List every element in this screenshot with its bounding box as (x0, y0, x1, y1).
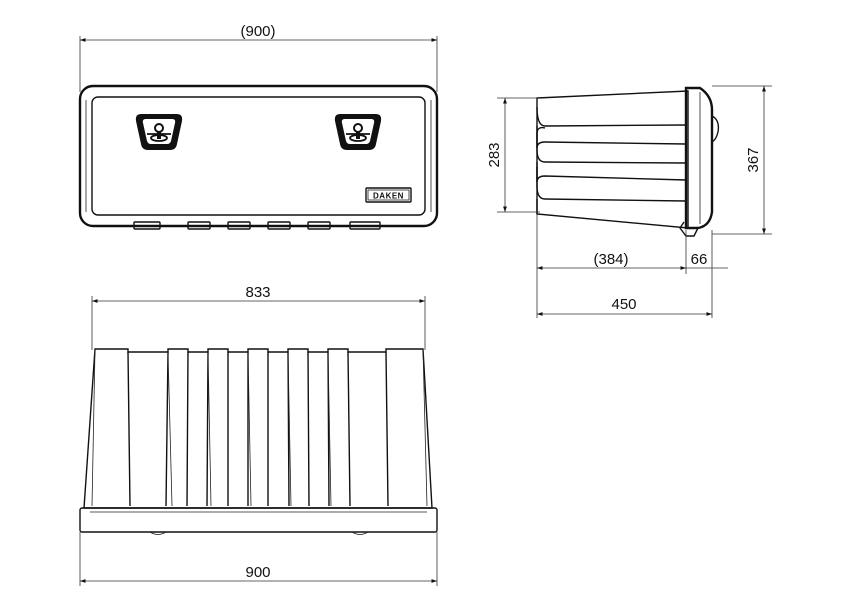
lock-left-icon (135, 114, 183, 150)
side-height-outer-dimension: 367 (712, 85, 772, 235)
front-view: (900) (78, 23, 439, 230)
bottom-top-width-dimension: 833 (91, 284, 426, 350)
logo-text: DAKEN (373, 192, 404, 201)
bottom-feet (149, 531, 369, 535)
side-body-outline (536, 90, 689, 229)
bottom-view: 833 900 (79, 284, 438, 586)
bottom-ribs (91, 348, 428, 507)
logo-plate: DAKEN (365, 187, 412, 203)
side-lid (684, 86, 714, 230)
front-width-dimension: (900) (79, 23, 438, 92)
side-view: 283 367 (384) 66 450 (486, 85, 772, 318)
lock-right-icon (334, 114, 382, 150)
side-height-outer-label: 367 (745, 147, 762, 172)
bottom-top-width-label: 833 (245, 284, 270, 301)
side-ribs (536, 106, 687, 214)
side-lid-depth-label: 66 (691, 251, 708, 268)
bottom-base-flange (79, 507, 438, 533)
bottom-base-width-dimension: 900 (79, 532, 438, 586)
side-depth-body-label: (384) (593, 251, 628, 268)
lid-outer-frame (78, 84, 439, 228)
side-lock-bump (711, 115, 720, 143)
side-height-inner-label: 283 (486, 142, 503, 167)
lid-panel (91, 96, 426, 216)
bottom-body-outline (83, 348, 433, 509)
side-height-inner-dimension: 283 (486, 97, 540, 213)
side-depth-dimensions: (384) 66 450 (536, 214, 728, 318)
bottom-base-width-label: 900 (245, 564, 270, 581)
side-depth-total-label: 450 (611, 296, 636, 313)
front-width-label: (900) (240, 23, 275, 40)
base-feet (133, 221, 381, 230)
